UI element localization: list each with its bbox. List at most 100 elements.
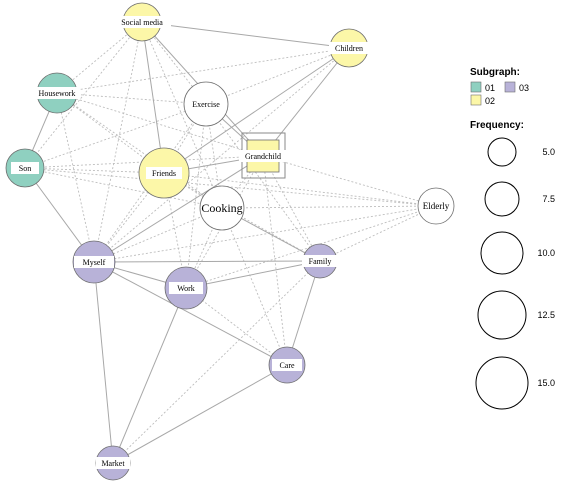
node-exercise: Exercise bbox=[183, 81, 229, 127]
dotted-edge-children-myself bbox=[93, 47, 350, 263]
node-family: Family bbox=[302, 243, 338, 279]
node-label-bg bbox=[113, 16, 171, 28]
subgraph-label-02: 02 bbox=[485, 96, 495, 106]
dotted-edge-social_media-cooking bbox=[141, 21, 223, 209]
dotted-edge-children-exercise bbox=[205, 47, 350, 105]
dotted-edge-family-market bbox=[112, 260, 321, 464]
solid-edge-myself-care bbox=[93, 261, 288, 366]
solid-edge-myself-family bbox=[93, 260, 321, 263]
node-housework: Housework bbox=[34, 72, 80, 114]
solid-edge-grandchild-myself bbox=[93, 155, 264, 263]
node-label-bg bbox=[329, 42, 369, 54]
node-label: Children bbox=[335, 44, 363, 53]
dotted-edge-housework-children bbox=[56, 47, 350, 94]
node-label-bg bbox=[96, 457, 130, 469]
node-label-bg bbox=[34, 87, 80, 99]
node-grandchild: Grandchild bbox=[239, 139, 287, 173]
frequency-circle bbox=[487, 137, 517, 167]
node-social-media: Social media bbox=[113, 2, 171, 42]
dotted-edge-son-friends bbox=[24, 167, 165, 174]
dotted-edge-exercise-family bbox=[205, 103, 321, 262]
dotted-edge-exercise-work bbox=[185, 103, 207, 289]
frequency-label: 5.0 bbox=[542, 147, 555, 157]
dotted-edge-son-cooking bbox=[24, 167, 223, 209]
frequency-label: 12.5 bbox=[537, 310, 555, 320]
frequency-circle bbox=[477, 290, 527, 340]
node-cooking: Cooking bbox=[199, 185, 245, 231]
node-label: Myself bbox=[83, 258, 106, 267]
dotted-edge-social_media-myself bbox=[93, 21, 143, 263]
dotted-edge-housework-cooking bbox=[56, 92, 223, 209]
dotted-edge-friends-myself bbox=[93, 172, 165, 263]
frequency-circle bbox=[475, 356, 529, 410]
dotted-edge-elderly-son bbox=[24, 167, 437, 207]
dotted-edge-social_media-son bbox=[24, 21, 143, 169]
dotted-edge-grandchild-elderly bbox=[262, 155, 437, 207]
node-label: Social media bbox=[121, 18, 163, 27]
node-market: Market bbox=[95, 445, 131, 481]
solid-edge-social_media-children bbox=[141, 21, 350, 49]
node-label-bg bbox=[146, 167, 182, 179]
node-shape bbox=[199, 185, 245, 231]
node-label-bg bbox=[239, 150, 287, 162]
node-label: Market bbox=[101, 459, 125, 468]
node-label: Cooking bbox=[201, 201, 242, 215]
node-friends: Friends bbox=[138, 147, 190, 199]
frequency-legend-items: 5.0 7.5 10.0 12.5 15.0 bbox=[475, 137, 555, 410]
subgraph-swatch-01 bbox=[470, 81, 482, 93]
node-label: Grandchild bbox=[245, 152, 281, 161]
dotted-edge-elderly-myself bbox=[93, 205, 437, 263]
solid-edge-friends-children bbox=[163, 47, 350, 174]
frequency-circle bbox=[484, 181, 520, 217]
frequency-label: 10.0 bbox=[537, 248, 555, 258]
subgraph-legend-items: 01 02 03 bbox=[470, 81, 529, 106]
frequency-circle bbox=[480, 231, 524, 275]
subgraph-legend-title: Subgraph: bbox=[470, 67, 520, 78]
subgraph-swatch-02 bbox=[470, 94, 482, 106]
node-label: Family bbox=[309, 257, 332, 266]
node-label-bg bbox=[11, 162, 39, 174]
node-label: Care bbox=[279, 361, 295, 370]
solid-edge-work-market bbox=[112, 287, 187, 464]
dotted-edge-cooking-myself bbox=[93, 207, 223, 263]
dotted-edge-cooking-care bbox=[221, 207, 288, 366]
dotted-edge-grandchild-cooking bbox=[221, 155, 264, 209]
subgraph-label-03: 03 bbox=[519, 83, 529, 93]
node-shape bbox=[417, 187, 455, 225]
node-label: Elderly bbox=[423, 201, 450, 211]
dotted-edge-grandchild-care bbox=[262, 155, 288, 366]
dotted-edge-housework-exercise bbox=[56, 92, 207, 105]
frequency-label: 15.0 bbox=[537, 378, 555, 388]
solid-edge-grandchild-children bbox=[262, 47, 350, 157]
nodes: Social mediaChildrenHouseworkExerciseGra… bbox=[5, 2, 455, 481]
dotted-edge-cooking-elderly bbox=[221, 205, 437, 209]
solid-edge-work-family bbox=[185, 260, 321, 289]
node-label-bg bbox=[74, 256, 114, 268]
node-label-bg bbox=[186, 98, 226, 110]
legend: Subgraph: 01 02 03 Frequency: 5.0 7.5 10.0 12… bbox=[470, 67, 555, 410]
node-son: Son bbox=[5, 148, 45, 188]
frequency-label: 7.5 bbox=[542, 194, 555, 204]
node-label: Housework bbox=[39, 89, 76, 98]
dotted-edge-elderly-family bbox=[319, 205, 437, 262]
node-children: Children bbox=[329, 28, 369, 68]
node-label-bg bbox=[272, 359, 302, 371]
solid-edge-myself-market bbox=[93, 261, 114, 464]
node-label: Work bbox=[177, 284, 195, 293]
node-myself: Myself bbox=[72, 240, 116, 284]
node-label-bg bbox=[302, 255, 338, 267]
node-work: Work bbox=[164, 266, 208, 310]
node-label-bg bbox=[169, 282, 203, 294]
node-care: Care bbox=[268, 346, 306, 384]
solid-edge-care-market bbox=[112, 364, 288, 464]
solid-edge-social_media-friends bbox=[141, 21, 165, 174]
frequency-legend-title: Frequency: bbox=[470, 120, 524, 131]
dotted-edge-friends-elderly bbox=[163, 172, 437, 207]
dotted-edge-housework-myself bbox=[56, 92, 95, 263]
subgraph-swatch-03 bbox=[504, 81, 516, 93]
subgraph-label-01: 01 bbox=[485, 83, 495, 93]
node-label: Son bbox=[19, 164, 31, 173]
node-label: Exercise bbox=[192, 100, 220, 109]
node-label: Friends bbox=[152, 169, 176, 178]
